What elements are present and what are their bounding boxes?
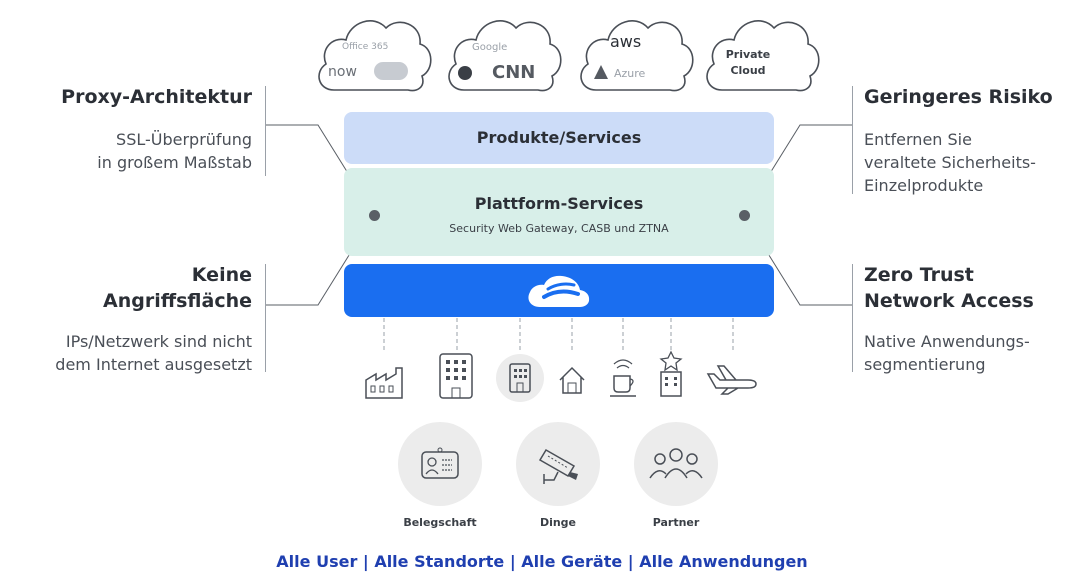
remove-point-products-text-2: veraltete Sicherheits-: [864, 153, 1036, 172]
private-cloud-label-2: Cloud: [730, 64, 766, 77]
things-circle: [516, 422, 600, 506]
airplane-icon: [706, 365, 757, 395]
workforce-circle: [398, 422, 482, 506]
servicenow-label: now: [328, 64, 357, 80]
home-icon: [559, 366, 585, 394]
ssl-inspection-text-1: SSL-Überprüfung: [116, 130, 252, 149]
things-label: Dinge: [539, 516, 577, 529]
lower-risk-heading: Geringeres Risiko: [864, 86, 1053, 108]
footer-tagline: Alle User | Alle Standorte | Alle Geräte…: [276, 552, 808, 571]
facebook-logo-icon: [458, 66, 472, 80]
platform-services-layer: Plattform-Services Security Web Gateway,…: [344, 168, 774, 256]
ips-hidden-text-2: dem Internet ausgesetzt: [55, 355, 252, 374]
cloud-saas-2: Google CNN: [442, 6, 564, 96]
ztna-heading-1: Zero Trust: [864, 264, 974, 286]
products-services-layer: Produkte/Services: [344, 112, 774, 164]
private-cloud-label-1: Private: [725, 48, 771, 61]
factory-icon: [365, 367, 403, 399]
left-connector-dot: [369, 210, 380, 221]
cloud-private: Private Cloud: [700, 6, 822, 96]
coffee-wifi-icon: [610, 359, 636, 397]
cloud-saas-1: Office 365 now: [312, 6, 434, 96]
cloud-shape-icon: [706, 20, 820, 92]
proxy-architecture-heading: Proxy-Architektur: [61, 86, 252, 108]
no-attack-surface-heading-1: Keine: [191, 264, 252, 286]
cnn-label: CNN: [492, 62, 536, 83]
partners-label: Partner: [652, 516, 700, 529]
camera-icon: [538, 448, 578, 484]
ssl-inspection-text-2: in großem Maßstab: [97, 153, 252, 172]
office365-label: Office 365: [342, 42, 389, 52]
hotel-icon: [659, 350, 683, 397]
cloud-iaas: aws Azure: [574, 6, 696, 96]
products-services-label: Produkte/Services: [476, 128, 642, 147]
aws-label: aws: [610, 32, 642, 51]
app-segmentation-text-2: segmentierung: [864, 355, 986, 374]
badge-icon: [421, 447, 459, 479]
zscaler-cloud-layer: [344, 264, 774, 317]
building-icon: [509, 363, 531, 393]
workforce-label: Belegschaft: [403, 516, 477, 529]
left-divider-1: [265, 86, 266, 176]
partners-circle: [634, 422, 718, 506]
remove-point-products-text-1: Entfernen Sie: [864, 130, 972, 149]
zscaler-logo-icon: [528, 275, 590, 307]
right-divider-1: [852, 86, 853, 194]
cloud-shape-icon: [448, 20, 562, 92]
platform-services-sublabel: Security Web Gateway, CASB und ZTNA: [449, 222, 669, 235]
remove-point-products-text-3: Einzelprodukte: [864, 176, 984, 195]
no-attack-surface-heading-2: Angriffsfläche: [103, 290, 252, 312]
salesforce-logo-icon: [374, 62, 408, 80]
cloud-shape-icon: [580, 20, 694, 92]
people-icon: [649, 448, 703, 479]
left-divider-2: [265, 264, 266, 372]
right-connector-dot: [739, 210, 750, 221]
ips-hidden-text-1: IPs/Netzwerk sind nicht: [65, 332, 252, 351]
office-building-icon: [439, 353, 473, 399]
app-segmentation-text-1: Native Anwendungs-: [864, 332, 1030, 351]
azure-label: Azure: [614, 67, 646, 80]
azure-logo-icon: [594, 65, 608, 79]
ztna-heading-2: Network Access: [864, 290, 1034, 312]
right-divider-2: [852, 264, 853, 372]
google-label: Google: [472, 42, 508, 53]
platform-services-label: Plattform-Services: [474, 194, 644, 213]
